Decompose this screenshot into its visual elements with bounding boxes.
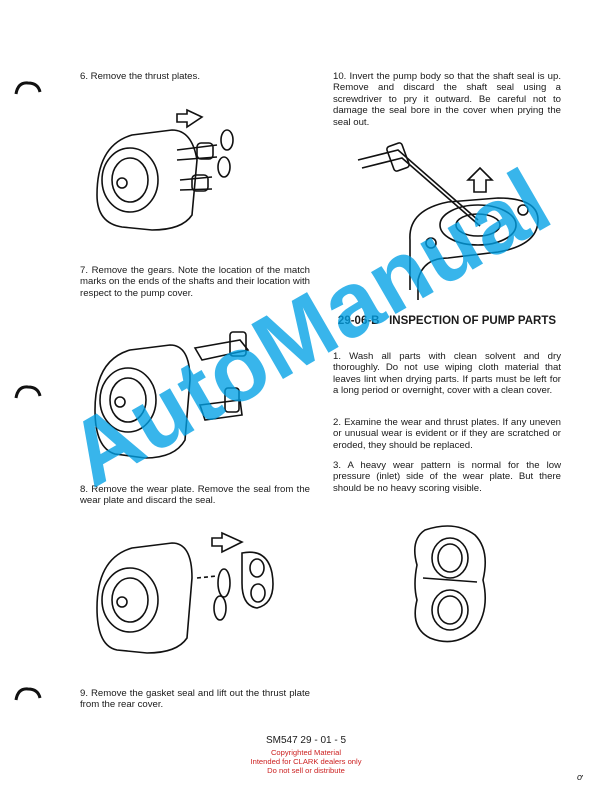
figure-remove-shaft-seal (357, 142, 539, 300)
step-7-text: 7. Remove the gears. Note the location o… (80, 265, 310, 299)
inspection-item-1: 1. Wash all parts with clean solvent and… (333, 351, 561, 397)
figure-wear-plate (414, 525, 486, 643)
section-title: INSPECTION OF PUMP PARTS (389, 315, 557, 327)
corner-mark: ơ (577, 772, 583, 782)
copyright-line-3: Do not sell or distribute (267, 766, 345, 775)
step-8-text: 8. Remove the wear plate. Remove the sea… (80, 484, 310, 507)
copyright-line-1: Copyrighted Material (270, 748, 342, 757)
step-10-text: 10. Invert the pump body so that the sha… (333, 71, 561, 128)
binder-mark-bottom (14, 687, 42, 701)
page-code: SM547 29 - 01 - 5 (265, 735, 347, 746)
figure-remove-gears (94, 331, 250, 459)
section-heading: 29-06-B INSPECTION OF PUMP PARTS (333, 315, 561, 328)
inspection-item-3: 3. A heavy wear pattern is normal for th… (333, 460, 561, 494)
figure-remove-thrust-plates (96, 108, 234, 231)
copyright-line-2: Intended for CLARK dealers only (250, 757, 362, 766)
figure-remove-wear-plate (96, 531, 274, 654)
step-6-text: 6. Remove the thrust plates. (80, 71, 200, 82)
inspection-item-2: 2. Examine the wear and thrust plates. I… (333, 417, 561, 451)
section-number: 29-06-B (337, 315, 380, 327)
binder-mark-middle (14, 385, 42, 399)
binder-mark-top (14, 81, 42, 95)
step-9-text: 9. Remove the gasket seal and lift out t… (80, 688, 310, 711)
